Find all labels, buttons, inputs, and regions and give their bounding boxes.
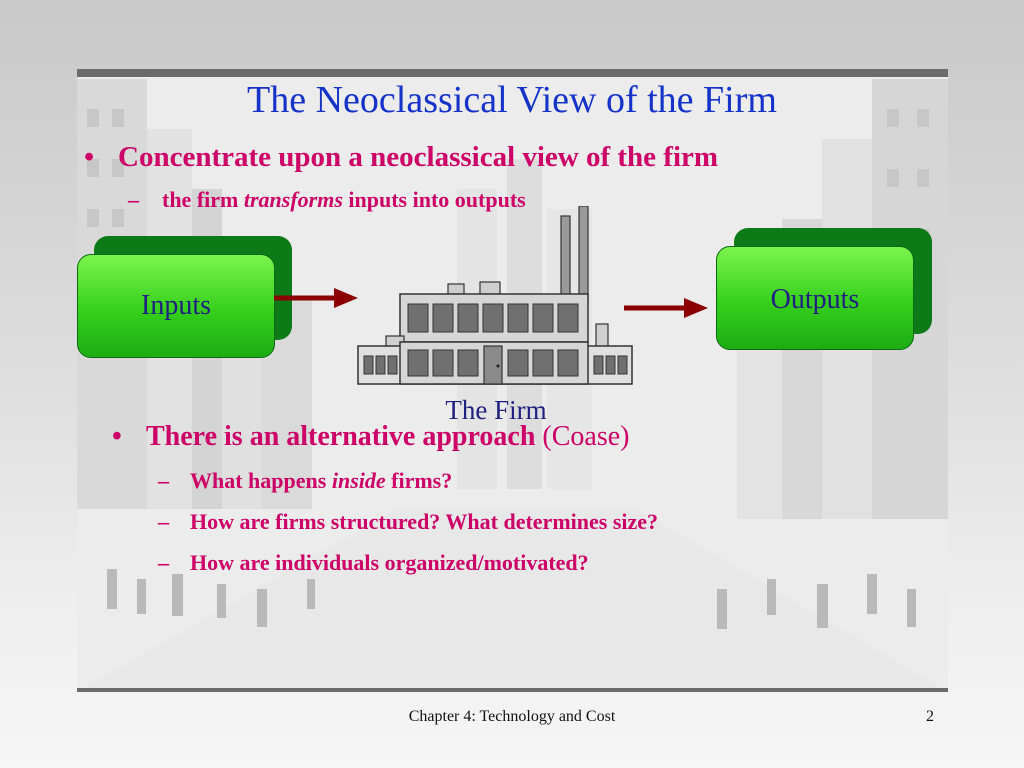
arrow-inputs-to-firm-icon xyxy=(274,288,358,308)
subbullet-suffix: firms? xyxy=(385,468,453,493)
subbullet-text: How are individuals organized/motivated? xyxy=(190,550,589,575)
bullet-text: There is an alternative approach xyxy=(146,421,543,452)
outputs-box-face: Outputs xyxy=(716,246,914,350)
subbullet-transforms: –the firm transforms inputs into outputs xyxy=(128,186,526,214)
inputs-label: Inputs xyxy=(141,290,211,321)
slide-title: The Neoclassical View of the Firm xyxy=(247,79,777,121)
dash-mark: – xyxy=(158,468,169,493)
factory-icon xyxy=(357,206,633,385)
subbullet-emphasis: inside xyxy=(331,468,386,493)
inputs-box-face: Inputs xyxy=(77,254,275,358)
bullet-alternative-approach: • There is an alternative approach (Coase… xyxy=(112,420,629,454)
outputs-box: Outputs xyxy=(716,228,934,352)
subbullet-individuals: –How are individuals organized/motivated… xyxy=(158,549,589,577)
footer-chapter: Chapter 4: Technology and Cost xyxy=(408,708,616,725)
bullet-mark: • xyxy=(84,141,95,173)
bullet-neoclassical: • Concentrate upon a neoclassical view of… xyxy=(84,140,718,174)
subbullet-prefix: What happens xyxy=(190,468,332,493)
subbullet-inside-firms: –What happens inside firms? xyxy=(158,467,452,495)
subbullet-suffix: inputs into outputs xyxy=(342,187,526,212)
page-number: 2 xyxy=(926,708,934,725)
subbullet-text: How are firms structured? What determine… xyxy=(190,509,659,534)
inputs-box: Inputs xyxy=(77,236,293,358)
frame-bottom-bar xyxy=(77,688,948,692)
subbullet-emphasis: transforms xyxy=(243,187,343,212)
arrow-firm-to-outputs-icon xyxy=(624,298,708,318)
bullet-aside: (Coase) xyxy=(542,421,630,452)
subbullet-prefix: the firm xyxy=(162,187,244,212)
outputs-label: Outputs xyxy=(770,284,860,315)
subbullet-firm-structure: –How are firms structured? What determin… xyxy=(158,508,658,536)
dash-mark: – xyxy=(158,550,169,575)
bullet-mark: • xyxy=(112,421,122,452)
firm-label: The Firm xyxy=(445,395,547,425)
dash-mark: – xyxy=(128,187,139,212)
frame-top-bar xyxy=(77,69,948,77)
bullet-text: Concentrate upon a neoclassical view of … xyxy=(118,141,719,173)
dash-mark: – xyxy=(158,509,169,534)
